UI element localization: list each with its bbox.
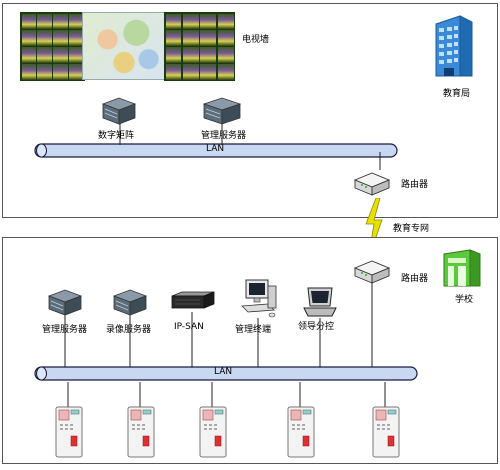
ipsan-label: IP-SAN: [174, 322, 204, 332]
router-top-label: 路由器: [401, 180, 429, 190]
mgmt-server-top-label: 管理服务器: [201, 131, 247, 141]
alarm-panel-3-icon: [199, 406, 227, 458]
alarm-panel-1-icon: [55, 406, 83, 458]
digital-matrix-label: 数字矩阵: [98, 131, 135, 141]
recording-server-label: 录像服务器: [106, 325, 152, 335]
ipsan-storage-icon: [171, 291, 215, 309]
edu-bureau-label: 教育局: [443, 89, 471, 99]
top-lan-label: LAN: [206, 144, 225, 154]
tv-wall-map-screen: [82, 12, 166, 80]
laptop-icon: [303, 287, 337, 317]
alarm-panel-2-icon: [127, 406, 155, 458]
bottom-lan-bus: [34, 366, 418, 381]
alarm-panel-4-icon: [287, 406, 315, 458]
digital-matrix-server-icon: [101, 97, 137, 125]
leader-label: 领导分控: [298, 322, 335, 332]
mgmt-terminal-label: 管理终端: [235, 325, 272, 335]
router-bottom-label: 路由器: [401, 274, 429, 284]
school-building-icon: [443, 249, 481, 287]
school-label: 学校: [455, 295, 474, 305]
top-lan-bus: [34, 143, 398, 158]
tv-wall-right-screens: [164, 12, 235, 81]
tv-wall-label: 电视墙: [242, 35, 270, 45]
office-building-icon: [435, 15, 473, 77]
desktop-computer-icon: [241, 279, 277, 318]
router-top-icon: [353, 172, 391, 196]
recording-server-icon: [112, 289, 148, 316]
mgmt-server-bottom-label: 管理服务器: [42, 325, 88, 335]
bottom-lan-label: LAN: [214, 367, 233, 377]
tv-wall-left-screens: [20, 12, 85, 81]
edu-line-label: 教育专网: [393, 224, 430, 234]
router-bottom-icon: [353, 260, 391, 284]
school-panel: [2, 237, 498, 464]
mgmt-server-top-icon: [202, 97, 242, 125]
mgmt-server-bottom-icon: [47, 289, 83, 316]
alarm-panel-5-icon: [372, 406, 400, 458]
